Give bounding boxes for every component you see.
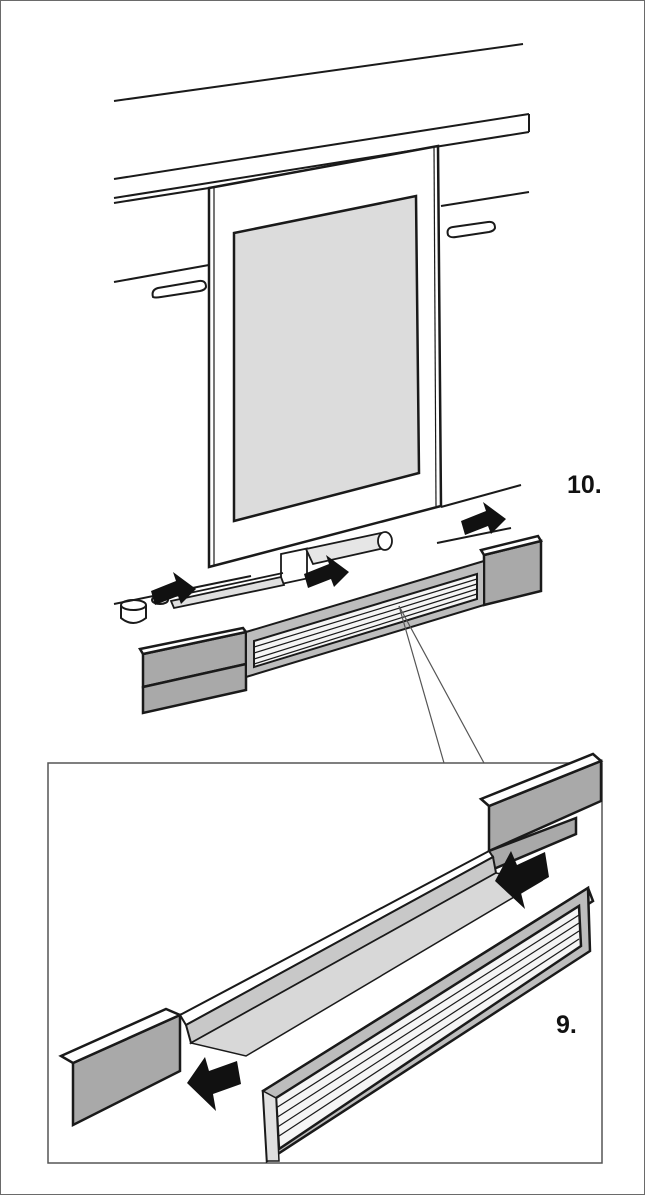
right-cabinet-handle: [446, 220, 497, 239]
detail-grille: [261, 885, 595, 1164]
step-9-label: 9.: [556, 1011, 577, 1039]
plinth-grille: [245, 559, 485, 679]
push-arrow-icon: [495, 851, 549, 909]
detail-recess: [178, 849, 544, 1057]
left-cabinet: [113, 187, 210, 299]
countertop: [113, 43, 530, 199]
detail-plinth-left: [58, 1007, 184, 1128]
push-arrow-icon: [151, 572, 196, 605]
push-arrow-icon: [461, 502, 506, 535]
step-10-label: 10.: [567, 471, 602, 499]
left-cabinet-handle: [151, 279, 208, 299]
detail-callout-lines: [398, 605, 485, 764]
door-glass-panel: [232, 194, 421, 523]
appliance-door: [207, 144, 443, 569]
push-arrow-icon: [187, 1057, 241, 1111]
right-cabinet: [440, 191, 530, 508]
plinth-board: [138, 534, 543, 715]
push-arrow-icon: [304, 555, 349, 588]
